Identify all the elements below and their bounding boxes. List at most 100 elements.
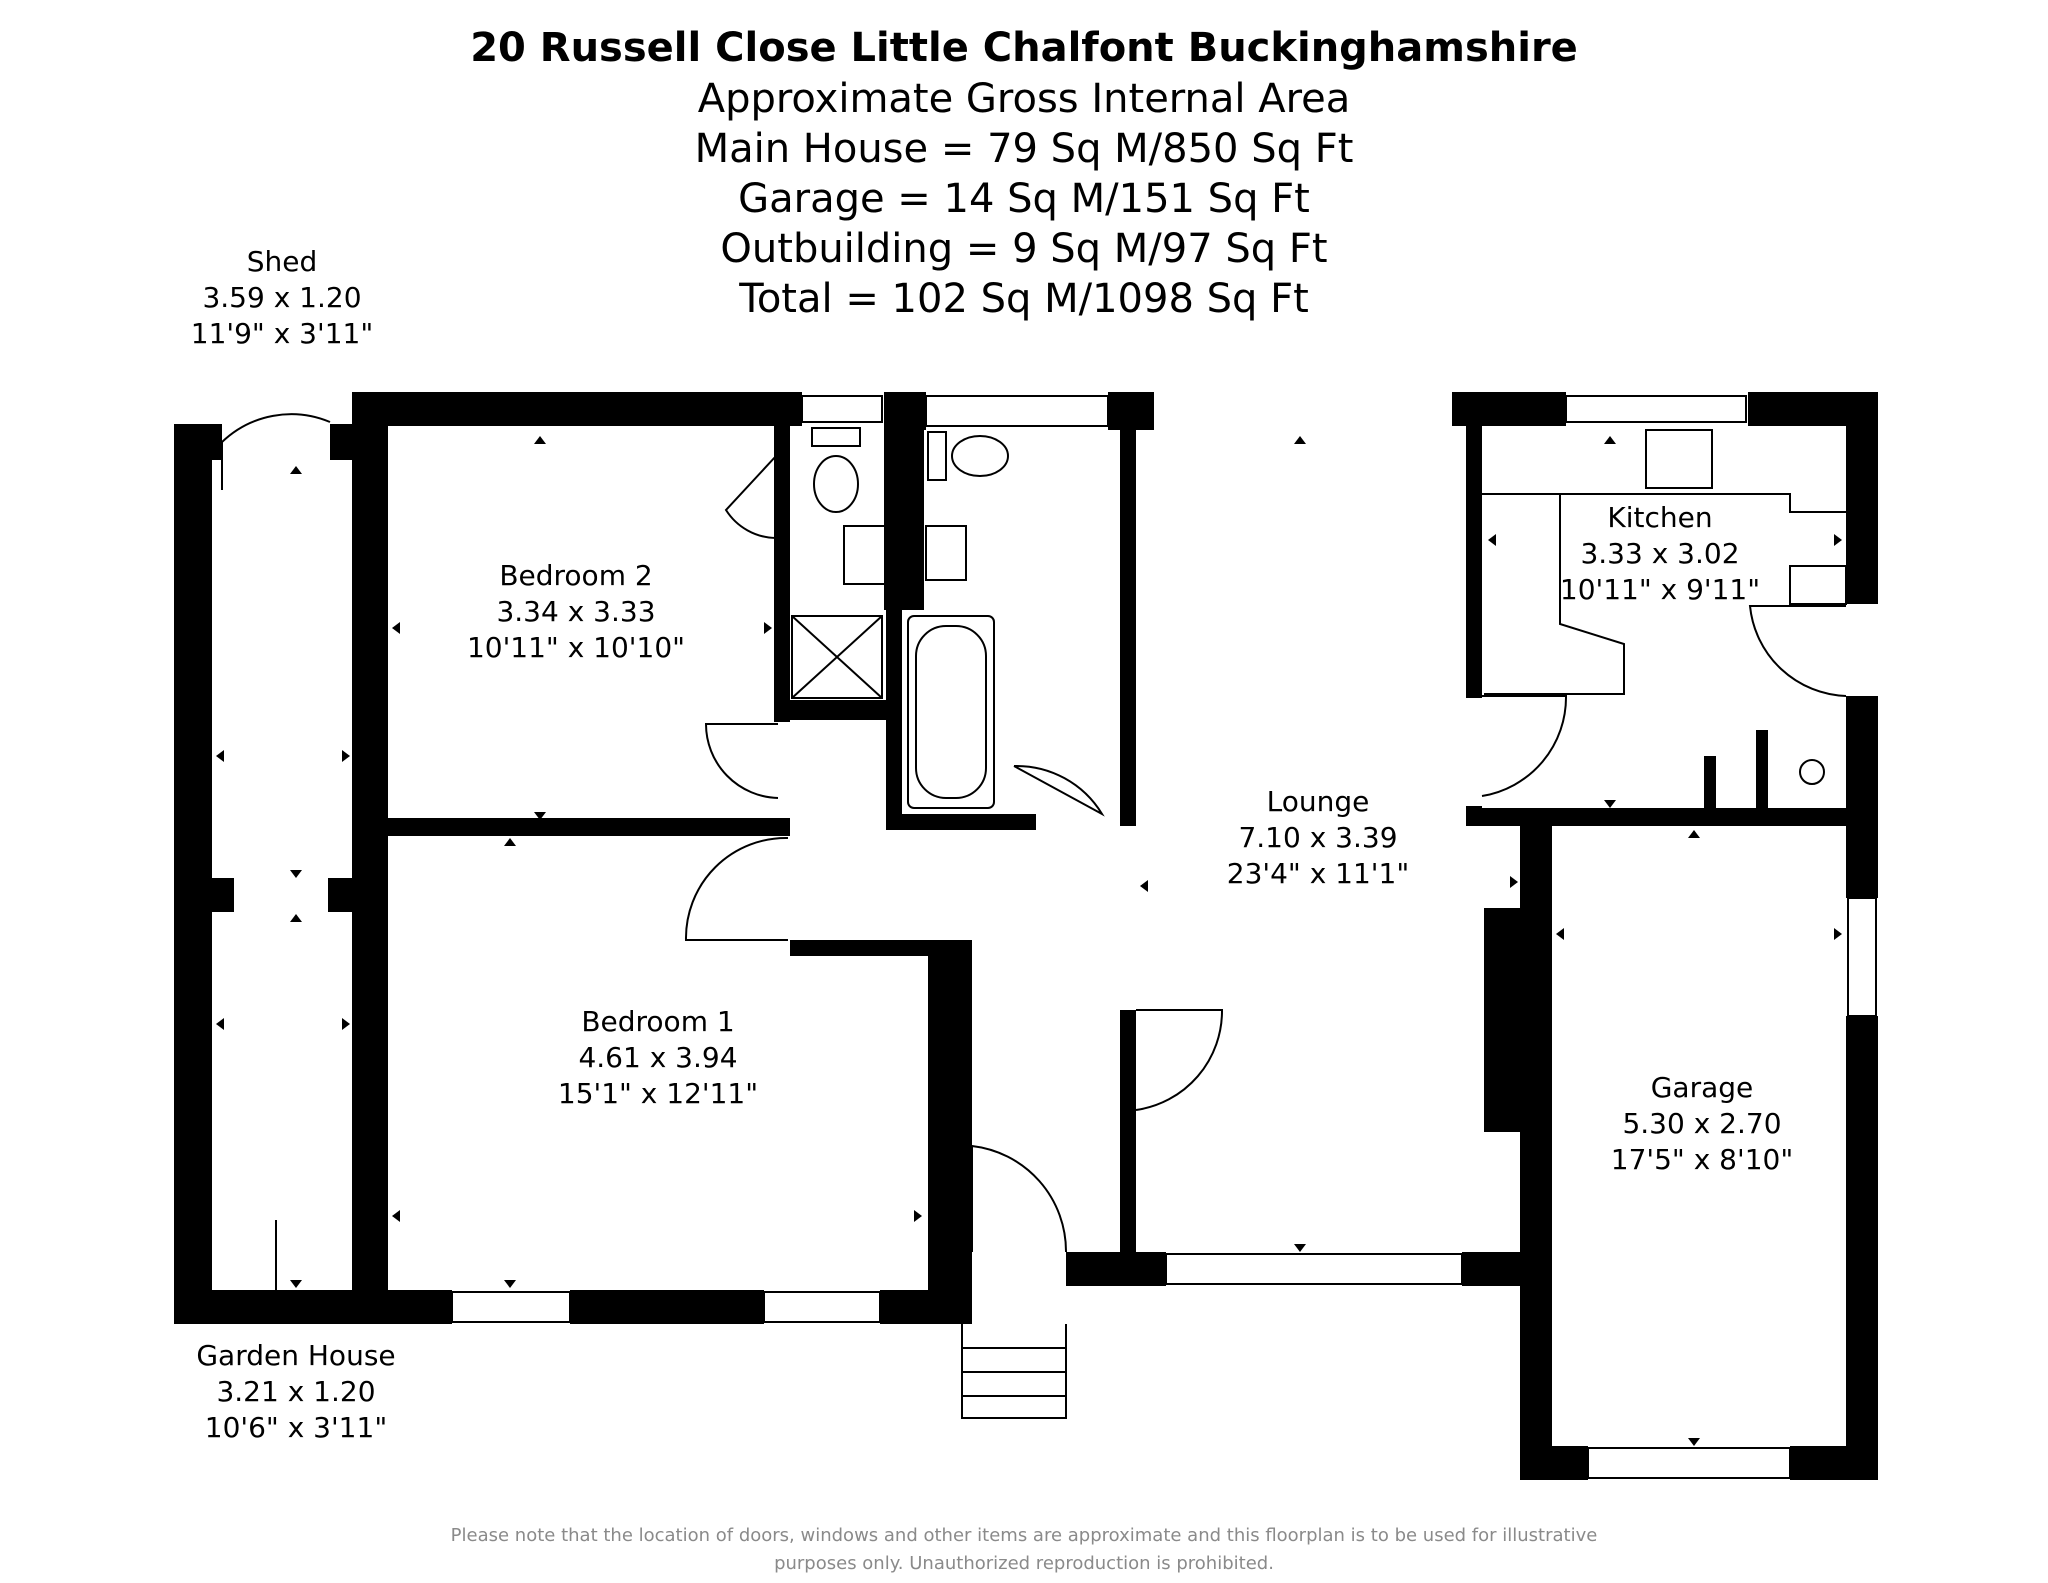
- walls: [174, 392, 1878, 1480]
- wc-bowl-1: [813, 455, 859, 513]
- room-metric: 3.21 x 1.20: [216, 1375, 376, 1408]
- kitchen-peninsula: [1484, 494, 1625, 695]
- door-kitchen-back: [1748, 605, 1847, 697]
- room-label-kitchen: Kitchen 3.33 x 3.02 10'11" x 9'11": [1560, 500, 1760, 608]
- outbuilding-area: Outbuilding = 9 Sq M/97 Sq Ft: [720, 226, 1328, 272]
- window-bedroom1-left: [451, 1291, 571, 1323]
- cupboard-wall-2: [1756, 730, 1768, 812]
- disclaimer-line-2: purposes only. Unauthorized reproduction…: [774, 1553, 1274, 1574]
- wc-divider: [884, 424, 924, 610]
- marker-garden-left: [216, 1018, 224, 1030]
- house-wall-top-left: [352, 392, 802, 426]
- room-label-garage: Garage 5.30 x 2.70 17'5" x 8'10": [1611, 1070, 1793, 1178]
- cooker-outline: [1789, 565, 1847, 605]
- marker-bed2-top: [534, 436, 546, 444]
- room-label-lounge: Lounge 7.10 x 3.39 23'4" x 11'1": [1227, 784, 1409, 892]
- outbuilding-wall-bottom: [174, 1290, 384, 1324]
- outbuilding-wall-top: [174, 424, 222, 460]
- garage-wall-bottom-right: [1790, 1446, 1878, 1480]
- room-imperial: 11'9" x 3'11": [190, 317, 374, 350]
- marker-bed1-left: [392, 1210, 400, 1222]
- room-label-garden-house: Garden House 3.21 x 1.20 10'6" x 3'11": [196, 1338, 395, 1446]
- room-name: Bedroom 2: [499, 559, 653, 592]
- kitchen-sink: [1645, 429, 1713, 489]
- gross-area-subtitle: Approximate Gross Internal Area: [697, 76, 1351, 122]
- door-bedroom2: [704, 723, 779, 799]
- room-name: Garden House: [196, 1339, 396, 1372]
- bedroom1-wall-right: [928, 940, 944, 1252]
- shower-wall-bottom: [776, 700, 886, 720]
- marker-shed-right: [342, 750, 350, 762]
- wc-shower-wall: [776, 424, 790, 720]
- room-imperial: 23'4" x 11'1": [1226, 857, 1410, 890]
- marker-shed-bottom: [290, 870, 302, 878]
- room-label-bedroom2: Bedroom 2 3.34 x 3.33 10'11" x 10'10": [467, 558, 685, 666]
- hall-wall-top: [790, 940, 944, 956]
- marker-shed-top: [290, 466, 302, 474]
- marker-garden-bottom: [290, 1280, 302, 1288]
- bathroom-wall-bottom: [886, 814, 1036, 830]
- marker-bed2-left: [392, 622, 400, 634]
- shower-tray: [791, 615, 883, 699]
- marker-bed1-bottom: [504, 1280, 516, 1288]
- kitchen-boiler: [1799, 759, 1825, 785]
- wc-cistern-2: [927, 431, 947, 481]
- basin-2: [925, 525, 967, 581]
- basin-1: [843, 525, 889, 585]
- wc-bowl-2: [951, 435, 1009, 477]
- cupboard-wall-1: [1704, 756, 1716, 812]
- disclaimer: Please note that the location of doors, …: [0, 1522, 2048, 1578]
- room-imperial: 15'1" x 12'11": [557, 1077, 759, 1110]
- garage-wall-right: [1846, 826, 1878, 898]
- room-imperial: 17'5" x 8'10": [1610, 1143, 1794, 1176]
- room-name: Shed: [246, 245, 318, 278]
- marker-kitchen-top: [1604, 436, 1616, 444]
- house-wall-top-mid: [884, 392, 926, 430]
- room-metric: 7.10 x 3.39: [1238, 821, 1398, 854]
- room-metric: 5.30 x 2.70: [1622, 1107, 1782, 1140]
- lounge-wall-right: [1466, 424, 1482, 698]
- house-wall-top-mid2: [1108, 392, 1154, 430]
- door-wc: [724, 455, 777, 539]
- bathroom-wall-right: [1120, 424, 1136, 826]
- garage-wall-right-lower: [1846, 1016, 1878, 1480]
- room-markers: [216, 436, 1842, 1446]
- garage-wall-left: [1520, 826, 1552, 1480]
- garage-wall-bottom-left: [1520, 1446, 1588, 1480]
- house-wall-bottom-left: [352, 1290, 452, 1324]
- porch-wall: [928, 1252, 972, 1324]
- marker-shed-left: [216, 750, 224, 762]
- kitchen-wall-right: [1846, 392, 1878, 604]
- room-metric: 3.33 x 3.02: [1580, 537, 1740, 570]
- marker-kitchen-bottom: [1604, 800, 1616, 808]
- house-wall-top-right: [1452, 392, 1566, 426]
- marker-garden-right: [342, 1018, 350, 1030]
- main-house-area: Main House = 79 Sq M/850 Sq Ft: [694, 126, 1354, 172]
- kitchen-worktop: [1480, 493, 1846, 513]
- marker-bed2-bottom: [534, 812, 546, 820]
- wc-cistern-1: [811, 427, 861, 447]
- house-wall-bottom-mid: [570, 1290, 764, 1324]
- kitchen-wall-bottom: [1466, 808, 1878, 826]
- marker-lounge-top: [1294, 436, 1306, 444]
- marker-bed2-right: [764, 622, 772, 634]
- outbuilding-divider-right: [328, 878, 354, 912]
- windows: [451, 395, 1877, 1479]
- garage-door: [1587, 1447, 1791, 1479]
- room-imperial: 10'11" x 9'11": [1559, 573, 1761, 606]
- door-bathroom: [1013, 764, 1105, 817]
- window-bath-top: [925, 395, 1109, 427]
- outbuilding-wall-left: [174, 424, 212, 1324]
- room-metric: 4.61 x 3.94: [578, 1041, 738, 1074]
- marker-lounge-left: [1140, 880, 1148, 892]
- marker-garden-top: [290, 914, 302, 922]
- room-name: Kitchen: [1607, 501, 1713, 534]
- front-steps: [961, 1324, 1067, 1419]
- door-kitchen: [1481, 695, 1568, 797]
- marker-bed1-top: [504, 838, 516, 846]
- marker-kitchen-right: [1834, 534, 1842, 546]
- room-metric: 3.34 x 3.33: [496, 595, 656, 628]
- room-name: Lounge: [1266, 785, 1370, 818]
- room-imperial: 10'6" x 3'11": [204, 1411, 388, 1444]
- marker-bed1-right: [914, 1210, 922, 1222]
